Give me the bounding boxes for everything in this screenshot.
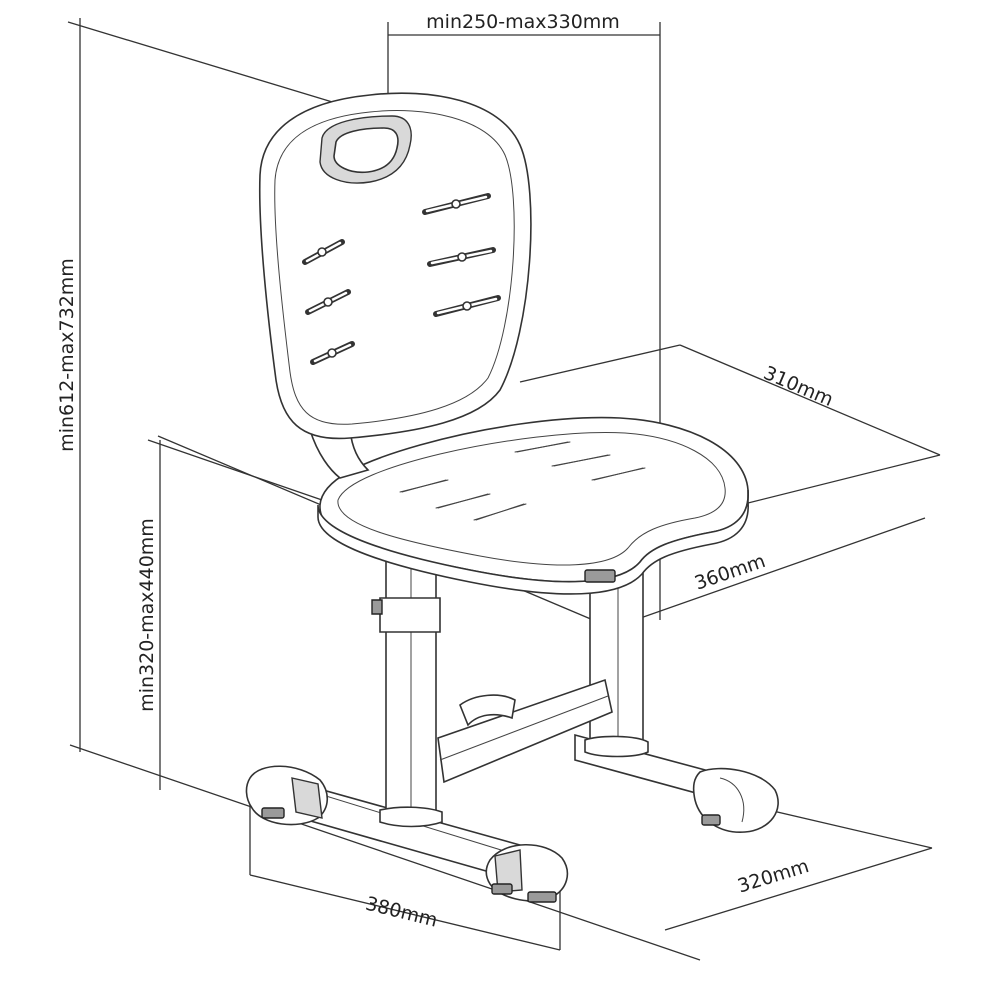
- base-depth-ext-line: [759, 807, 933, 849]
- seat-height-ext-top: [147, 439, 323, 501]
- seat-depth-ext-front: [739, 454, 941, 506]
- front-column: [371, 551, 443, 828]
- backrest: [258, 92, 532, 440]
- seat-slots: [399, 441, 646, 521]
- total-height-ext-top: [67, 21, 373, 115]
- cross-bar: [437, 678, 613, 784]
- backrest-slots: [302, 193, 501, 365]
- seat-depth-dim-line: [679, 344, 941, 456]
- base-depth-label: 320mm: [735, 855, 812, 897]
- seat-width-label: 360mm: [692, 550, 768, 595]
- rear-column: [584, 567, 649, 758]
- seat-depth-ext-back: [519, 344, 681, 383]
- chair-illustration: [245, 92, 779, 903]
- total-height-label: min612-max732mm: [56, 258, 78, 452]
- dimension-lines: [67, 18, 941, 961]
- seat: [317, 416, 749, 595]
- rear-foot: [574, 733, 779, 833]
- front-foot: [245, 765, 569, 903]
- seat-depth-label: 310mm: [760, 362, 836, 411]
- seat-width-dim-line: [611, 517, 926, 629]
- base-width-dim-line: [249, 874, 561, 951]
- backrest-neck: [308, 429, 370, 479]
- ground-ext-line: [69, 744, 701, 961]
- base-width-label: 380mm: [363, 893, 439, 932]
- backrest-height-label: min250-max330mm: [426, 11, 620, 33]
- seat-height-label: min320-max440mm: [136, 518, 158, 712]
- base-depth-dim-line: [664, 847, 933, 931]
